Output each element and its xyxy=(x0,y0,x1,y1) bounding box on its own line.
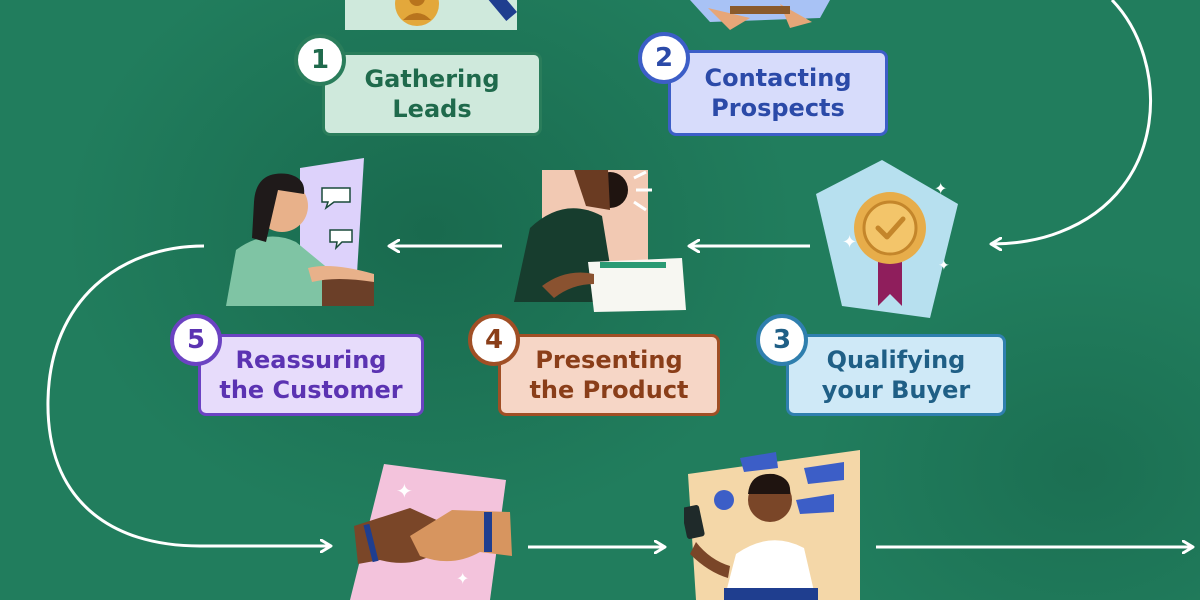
step-5-label: Reassuring the Customer xyxy=(219,346,403,404)
step-4-number-badge: 4 xyxy=(468,314,520,366)
thinking-customer-icon xyxy=(226,158,374,306)
step-1-number-badge: 1 xyxy=(294,34,346,86)
svg-text:✦: ✦ xyxy=(934,179,947,198)
step-2-label: Contacting Prospects xyxy=(704,64,852,122)
step-3-label: Qualifying your Buyer xyxy=(821,346,971,404)
step-4-box: Presenting the Product xyxy=(498,334,720,416)
step-2-number: 2 xyxy=(654,43,674,73)
step-1-number: 1 xyxy=(310,45,330,75)
svg-text:✦: ✦ xyxy=(396,479,413,503)
step-5-number: 5 xyxy=(186,325,206,355)
step-2-box: Contacting Prospects xyxy=(668,50,888,136)
megaphone-hands-icon xyxy=(690,0,830,30)
step-3-number: 3 xyxy=(772,325,792,355)
handshake-icon: ✦ ✦ xyxy=(350,464,512,600)
avatar-card-icon xyxy=(345,0,518,30)
step-4-label: Presenting the Product xyxy=(529,346,689,404)
connector-5-to-handshake xyxy=(46,244,330,546)
step-3-number-badge: 3 xyxy=(756,314,808,366)
step-4-number: 4 xyxy=(484,325,504,355)
step-1-box: Gathering Leads xyxy=(322,52,542,136)
phone-conversation-icon xyxy=(684,450,860,600)
step-5-number-badge: 5 xyxy=(170,314,222,366)
svg-text:✦: ✦ xyxy=(456,569,469,588)
presenter-speaking-icon xyxy=(514,170,686,312)
svg-text:✦: ✦ xyxy=(938,258,950,274)
step-5-box: Reassuring the Customer xyxy=(198,334,424,416)
svg-text:✦: ✦ xyxy=(842,232,857,253)
connector-2-to-3 xyxy=(992,0,1153,244)
step-3-box: Qualifying your Buyer xyxy=(786,334,1006,416)
step-1-label: Gathering Leads xyxy=(364,65,500,123)
step-2-number-badge: 2 xyxy=(638,32,690,84)
badge-award-icon: ✦ ✦ ✦ xyxy=(816,160,958,318)
